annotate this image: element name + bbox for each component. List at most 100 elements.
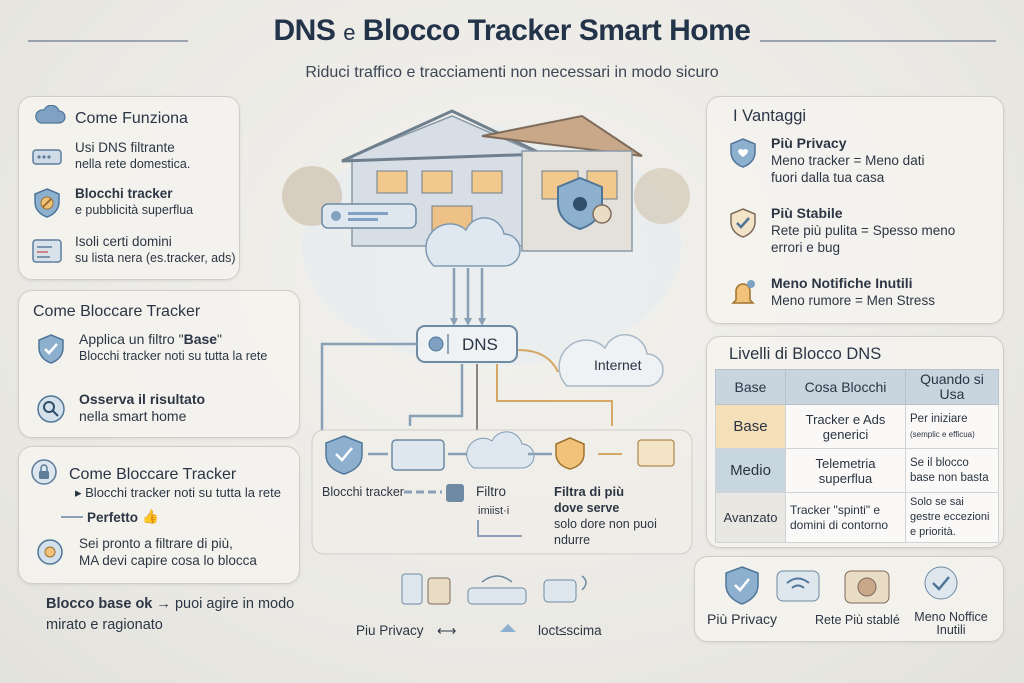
shield-check-icon-orange <box>555 437 585 470</box>
blocchi-tracker-label: Blocchi tracker <box>322 485 404 499</box>
levels-card: Livelli di Blocco DNS Base Cosa Blocchi … <box>706 336 1004 548</box>
block-tracker-title: Come Bloccare Tracker <box>33 303 201 320</box>
block2-item-3-line2: MA devi capire cosa lo blocca <box>79 553 257 568</box>
cloud-icon <box>33 104 67 132</box>
how-item-3-line1: Isoli certi domini <box>75 234 172 249</box>
block2-item-3-line1: Sei pronto a filtrare di più, <box>79 536 233 551</box>
advantages-title: I Vantaggi <box>733 107 807 125</box>
advantage-3-line1: Meno rumore = Men Stress <box>771 293 935 308</box>
levels-header-what: Cosa Blocchi <box>785 369 906 405</box>
how-item-1-line2: nella rete domestica. <box>75 157 191 171</box>
levels-table: Base Cosa Blocchi Quando si Usa Base Tra… <box>715 369 999 543</box>
how-item-2-line2: e pubblicità superflua <box>75 203 194 217</box>
block-item-1-prefix: Applica un filtro " <box>79 331 184 347</box>
what-cell: Tracker e Ads generici <box>785 404 906 449</box>
internet-cloud <box>558 334 664 387</box>
padlock-icon <box>29 457 59 492</box>
how-item-1: Usi DNS filtrante nella rete domestica. <box>29 139 190 175</box>
how-it-works-card: Come Funziona Usi DNS filtrante nella ret… <box>18 96 240 280</box>
filtra-line3: solo dore non puoi <box>554 517 657 531</box>
gear-icon <box>446 484 464 502</box>
bell-icon <box>725 275 761 311</box>
title-rule-left <box>28 40 188 42</box>
search-gear-icon <box>33 535 69 571</box>
shield-check-icon <box>725 205 761 241</box>
title-rule-right <box>760 40 996 42</box>
advantage-1-line2: fuori dalla tua casa <box>771 170 885 185</box>
filtro-label: Filtro <box>476 484 506 499</box>
filtra-line2: dove serve <box>554 501 619 515</box>
bottom-right-label: loct≤scima <box>538 623 602 638</box>
globe-icon <box>428 336 444 352</box>
block-item-1-suffix: " <box>217 331 223 347</box>
filtra-line4: ndurre <box>554 533 590 547</box>
how-item-3: Isoli certi domini su lista nera (es.trac… <box>29 233 235 269</box>
what-cell: Telemetria superflua <box>785 448 906 493</box>
internet-label: Internet <box>594 357 642 373</box>
router-device <box>321 203 417 229</box>
page-subtitle: Riduci traffico e tracciamenti non neces… <box>305 64 719 81</box>
advantage-3-title: Meno Notifiche Inutili <box>771 275 913 291</box>
table-row: Medio Telemetria superflua Se il blocco … <box>715 448 999 493</box>
block-item-1-base: Base <box>183 331 218 347</box>
what-cell: Tracker "spinti" e domini di contorno <box>785 492 906 543</box>
block-item-1-line2: Blocchi tracker noti su tutta la rete <box>79 349 268 363</box>
router-icon <box>29 139 65 175</box>
when-cell: Se il blocco base non basta <box>905 448 999 493</box>
advantage-1-line1: Meno tracker = Meno dati <box>771 153 925 168</box>
advantage-2-line2: errori e bug <box>771 240 841 255</box>
block2-item-1: ▸ Blocchi tracker noti su tutta la rete <box>75 485 281 500</box>
advantage-2-line1: Rete più pulita = Spesso meno <box>771 223 956 238</box>
block-tracker-card-2: Come Bloccare Tracker ▸ Blocchi tracker … <box>18 446 300 584</box>
cloud-icon <box>425 217 521 267</box>
summary-label-notifications: Meno Noffice Inutili <box>914 610 988 637</box>
imiist-label: imiist·i <box>478 505 509 517</box>
how-item-2-line1: Blocchi tracker <box>75 186 173 201</box>
block-tracker-card: Come Bloccare Tracker Applica un filtro … <box>18 290 300 438</box>
level-cell: Medio <box>715 448 786 493</box>
advantage-1-title: Più Privacy <box>771 135 847 151</box>
svg-text:⟷: ⟷ <box>437 623 457 638</box>
how-item-2: Blocchi tracker e pubblicità superflua <box>29 185 193 221</box>
magnifier-icon <box>33 391 69 427</box>
how-it-works-title: Come Funziona <box>33 104 188 132</box>
page-title: DNS e Blocco Tracker Smart Home <box>273 14 751 47</box>
shield-check-icon <box>33 331 69 367</box>
bottom-privacy-label: Piu Privacy <box>356 623 424 638</box>
shield-check-icon <box>725 566 759 605</box>
list-window-icon <box>29 233 65 269</box>
router-icon <box>391 439 445 471</box>
levels-header-level: Base <box>715 369 786 405</box>
levels-title: Livelli di Blocco DNS <box>729 345 882 363</box>
monitor-icon <box>637 439 675 467</box>
how-item-3-line2: su lista nera (es.tracker, ads) <box>75 251 236 265</box>
dns-label: DNS <box>462 335 498 354</box>
block-item-2-line1: Osserva il risultato <box>79 391 206 407</box>
when-cell: Solo se sai gestre eccezioni e priorità. <box>905 492 999 543</box>
summary-label-privacy: Più Privacy <box>707 611 778 627</box>
summary-card: Più Privacy Rete Più stablé Meno Noffice… <box>694 556 1004 642</box>
cloud-icon <box>466 431 535 469</box>
level-cell: Avanzato <box>715 492 786 543</box>
shield-gear-icon <box>557 176 612 231</box>
block2-perfect: Perfetto 👍 <box>61 509 159 525</box>
block-item-2-line2: nella smart home <box>79 408 187 424</box>
check-circle-icon <box>924 566 958 600</box>
how-item-1-line1: Usi DNS filtrante <box>75 140 175 155</box>
summary-label-stable: Rete Più stablé <box>815 613 900 627</box>
block2-item-3: Sei pronto a filtrare di più, MA devi cap… <box>33 535 257 571</box>
thumbs-up-icon: 👍 <box>142 509 159 524</box>
network-diagram: DNS Internet Blocchi tracker Filtro imii… <box>282 109 693 638</box>
block-item-1: Applica un filtro "Base" Blocchi tracker… <box>33 331 267 367</box>
when-cell: Per iniziare (semplic e efficua) <box>905 404 999 449</box>
footer-left-text: Blocco base ok → puoi agire in modo mira… <box>46 596 295 633</box>
shield-check-icon <box>325 435 363 475</box>
filtra-line1: Filtra di più <box>554 484 624 499</box>
block-item-2: Osserva il risultato nella smart home <box>33 391 205 427</box>
shield-heart-icon <box>725 135 761 171</box>
levels-header-row: Base Cosa Blocchi Quando si Usa <box>715 369 999 405</box>
